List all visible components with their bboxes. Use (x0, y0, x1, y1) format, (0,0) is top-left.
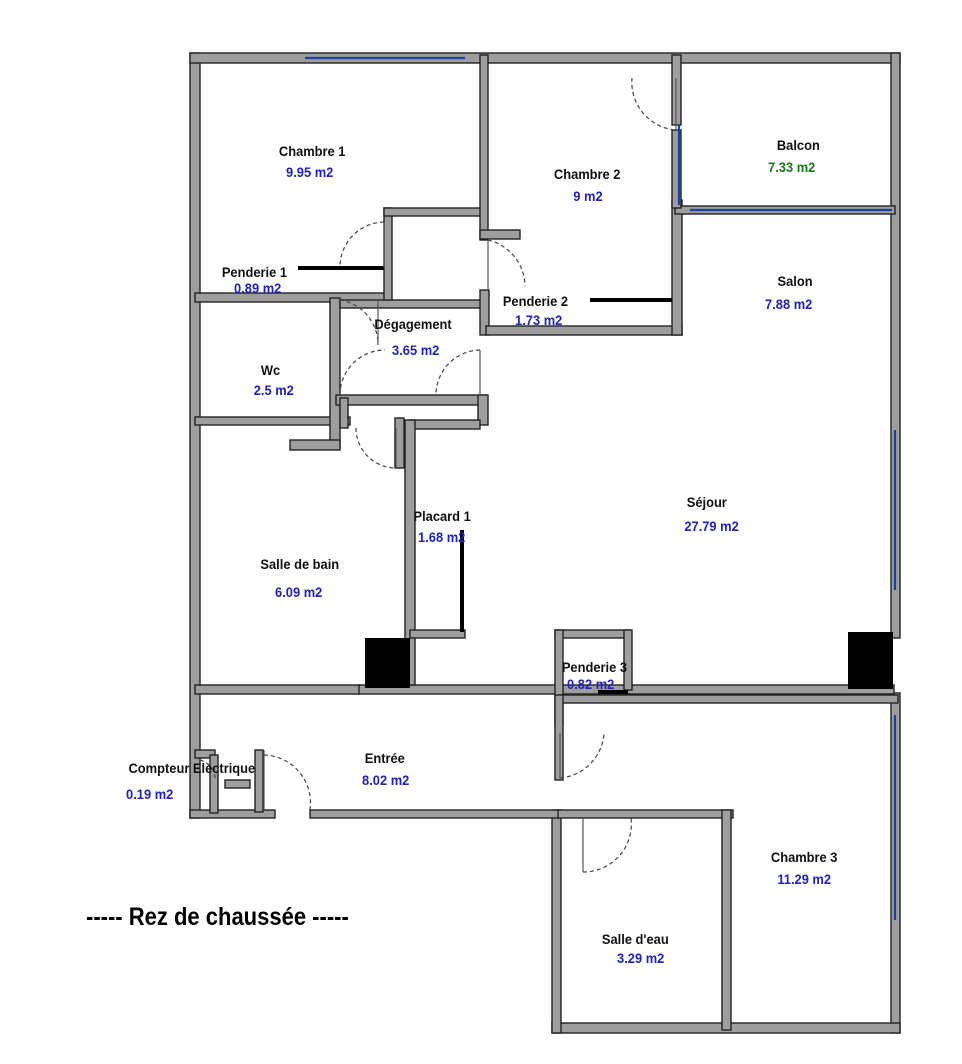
room-name-wc: Wc (260, 362, 281, 378)
pillars (365, 632, 893, 689)
wall-segment (329, 297, 341, 449)
room-area-chambre-2: 9 m2 (573, 188, 603, 204)
room-name-balcon: Balcon (776, 137, 820, 153)
wall-segment (339, 397, 349, 429)
wall-segment (554, 629, 631, 639)
wall-segment (477, 394, 489, 426)
room-name-penderie-2: Penderie 2 (502, 293, 568, 309)
room-name-penderie-1: Penderie 1 (221, 264, 287, 280)
wall-segment (335, 394, 487, 406)
room-area-salle-d-eau: 3.29 m2 (617, 950, 665, 966)
wall-segment (339, 299, 486, 309)
wall-segment (671, 199, 683, 336)
wall-segment (254, 749, 264, 813)
door-swing (339, 349, 386, 396)
room-area-entree: 8.02 m2 (362, 772, 410, 788)
room-name-salon: Salon (777, 273, 813, 289)
wall-segment (224, 779, 251, 789)
room-area-degagement: 3.65 m2 (392, 342, 440, 358)
room-area-penderie-1: 0.89 m2 (234, 280, 282, 296)
room-area-chambre-3: 11.29 m2 (777, 871, 832, 887)
door-swing (559, 732, 605, 779)
room-name-sejour: Séjour (686, 494, 727, 510)
room-name-degagement: Dégagement (374, 316, 452, 332)
plan-title: ----- Rez de chaussée ----- (86, 903, 349, 931)
wall-segment (209, 754, 219, 814)
room-name-placard-1: Placard 1 (413, 508, 471, 524)
door-swing (355, 427, 397, 469)
wall-segment (557, 809, 734, 819)
door-swing (199, 759, 216, 779)
wall-segment (409, 419, 481, 430)
door-swing (631, 77, 677, 131)
room-area-placard-1: 1.68 m2 (418, 529, 466, 545)
wall-segment (721, 809, 732, 1031)
pillar (848, 632, 893, 689)
wall-segment (189, 809, 276, 819)
doors (199, 77, 677, 873)
room-name-compteur: Compteur Electrique (128, 760, 256, 776)
door-swing (435, 349, 481, 396)
wall-segment (479, 289, 490, 336)
door-swing (263, 754, 312, 811)
room-area-wc: 2.5 m2 (253, 382, 294, 398)
room-name-entree: Entrée (364, 750, 405, 766)
wall-segment (289, 439, 341, 451)
door-swing (339, 221, 385, 267)
wall-segment (479, 229, 521, 240)
wall-segment (557, 694, 899, 704)
wall-segment (309, 809, 562, 819)
door-swing (487, 239, 526, 287)
wall-segment (189, 52, 201, 819)
wall-segment (194, 684, 361, 695)
room-area-compteur: 0.19 m2 (126, 786, 174, 802)
windows (298, 56, 897, 920)
wall-segment (551, 809, 562, 1034)
room-name-chambre-2: Chambre 2 (553, 166, 621, 182)
door-swing (582, 817, 632, 873)
room-name-chambre-3: Chambre 3 (770, 849, 838, 865)
wall-segment (394, 417, 405, 469)
wall-segment (554, 694, 564, 781)
wall-segment (409, 629, 466, 639)
room-area-penderie-3: 0.82 m2 (567, 676, 615, 692)
room-area-penderie-2: 1.73 m2 (515, 312, 563, 328)
wall-segment (479, 54, 489, 241)
pillar (365, 638, 410, 688)
room-area-sejour: 27.79 m2 (684, 518, 739, 534)
wall-segment (383, 207, 393, 301)
room-name-chambre-1: Chambre 1 (278, 143, 346, 159)
room-area-salle-de-bain: 6.09 m2 (275, 584, 323, 600)
wall-segment (890, 52, 901, 639)
wall-segment (189, 52, 901, 64)
room-area-chambre-1: 9.95 m2 (286, 164, 334, 180)
wall-segment (194, 416, 351, 426)
room-name-salle-d-eau: Salle d'eau (601, 931, 669, 947)
room-name-salle-de-bain: Salle de bain (260, 556, 340, 572)
wall-segment (194, 749, 216, 759)
room-name-penderie-3: Penderie 3 (561, 659, 627, 675)
room-area-salon: 7.88 m2 (765, 296, 813, 312)
wall-segment (383, 207, 485, 217)
room-area-balcon: 7.33 m2 (768, 159, 816, 175)
